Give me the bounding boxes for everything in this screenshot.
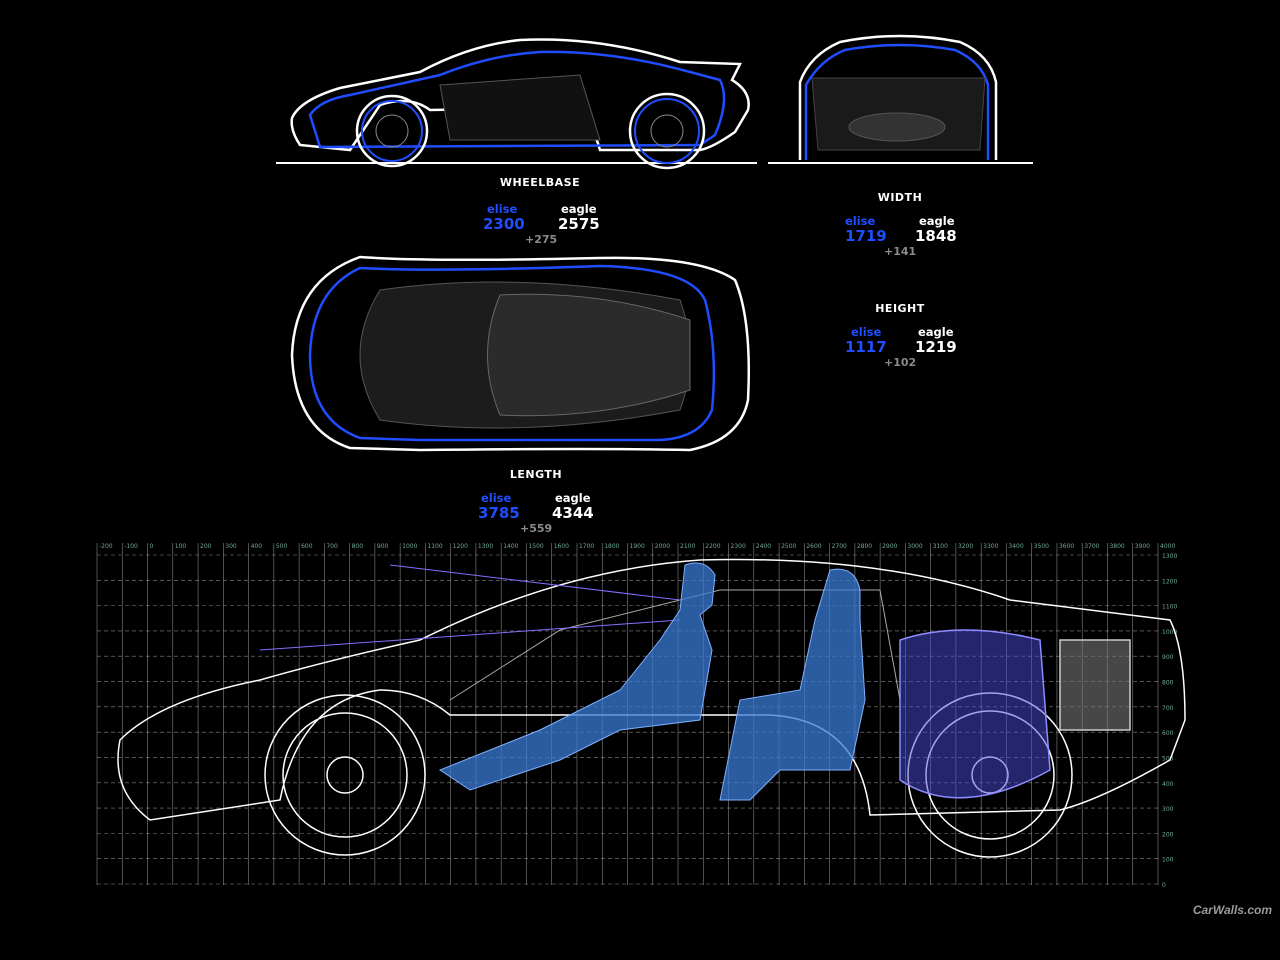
side-view-car-icon <box>276 38 757 170</box>
y-tick-label: 600 <box>1162 730 1174 737</box>
y-tick-label: 1000 <box>1162 629 1177 636</box>
x-tick-label: 500 <box>276 543 288 550</box>
x-tick-label: 1600 <box>554 543 569 550</box>
x-tick-label: 700 <box>326 543 338 550</box>
y-tick-label: 500 <box>1162 755 1174 762</box>
y-tick-label: 200 <box>1162 831 1174 838</box>
height-elise-value: 1117 <box>845 338 887 356</box>
x-tick-label: -200 <box>99 543 113 550</box>
x-tick-label: 3000 <box>907 543 922 550</box>
x-tick-label: 1800 <box>604 543 619 550</box>
x-tick-label: 100 <box>175 543 187 550</box>
x-tick-label: 1400 <box>503 543 518 550</box>
x-tick-label: 3400 <box>1008 543 1023 550</box>
y-tick-label: 1300 <box>1162 553 1177 560</box>
wheelbase-elise-label: elise <box>487 202 518 216</box>
x-tick-label: 3100 <box>933 543 948 550</box>
length-elise-value: 3785 <box>478 504 520 522</box>
y-tick-label: 0 <box>1162 882 1166 889</box>
length-difference: +559 <box>520 522 553 535</box>
x-tick-label: 3300 <box>983 543 998 550</box>
x-tick-label: 1900 <box>630 543 645 550</box>
x-tick-label: 4000 <box>1160 543 1175 550</box>
x-tick-label: 2100 <box>680 543 695 550</box>
length-elise-label: elise <box>481 491 512 505</box>
x-tick-label: 2900 <box>882 543 897 550</box>
x-tick-label: 1100 <box>427 543 442 550</box>
x-tick-label: 1300 <box>478 543 493 550</box>
x-tick-label: 2200 <box>705 543 720 550</box>
y-tick-label: 300 <box>1162 806 1174 813</box>
x-tick-label: 2400 <box>756 543 771 550</box>
y-tick-label: 400 <box>1162 781 1174 788</box>
wheelbase-title: WHEELBASE <box>499 176 581 189</box>
height-title: HEIGHT <box>875 302 925 315</box>
y-tick-label: 100 <box>1162 857 1174 864</box>
width-elise-label: elise <box>845 214 876 228</box>
x-tick-label: 800 <box>352 543 364 550</box>
height-eagle-label: eagle <box>918 325 954 339</box>
y-tick-label: 900 <box>1162 654 1174 661</box>
y-tick-label: 1100 <box>1162 604 1177 611</box>
x-tick-label: 2000 <box>655 543 670 550</box>
length-title: LENGTH <box>509 468 563 481</box>
wheelbase-eagle-label: eagle <box>561 202 597 216</box>
x-tick-label: 3900 <box>1135 543 1150 550</box>
x-tick-label: 1000 <box>402 543 417 550</box>
x-tick-label: 200 <box>200 543 212 550</box>
x-tick-label: 3500 <box>1034 543 1049 550</box>
width-elise-value: 1719 <box>845 227 887 245</box>
width-eagle-value: 1848 <box>915 227 957 245</box>
top-view-car-icon <box>290 255 750 452</box>
wheelbase-difference: +275 <box>525 233 558 246</box>
driver-mannequin-icon <box>438 562 716 791</box>
x-tick-label: 1200 <box>453 543 468 550</box>
width-title: WIDTH <box>877 191 923 204</box>
x-tick-label: 2500 <box>781 543 796 550</box>
x-tick-label: 3800 <box>1109 543 1124 550</box>
x-tick-label: 2800 <box>857 543 872 550</box>
watermark: CarWalls.com <box>1192 903 1272 917</box>
x-tick-label: 3200 <box>958 543 973 550</box>
x-tick-label: 1500 <box>528 543 543 550</box>
x-tick-label: 2700 <box>832 543 847 550</box>
x-tick-label: -100 <box>124 543 138 550</box>
x-tick-label: 3600 <box>1059 543 1074 550</box>
x-tick-label: 3700 <box>1084 543 1099 550</box>
x-tick-label: 1700 <box>579 543 594 550</box>
x-tick-label: 300 <box>225 543 237 550</box>
x-tick-label: 900 <box>377 543 389 550</box>
front-view-car-icon <box>768 34 1033 164</box>
passenger-mannequin-icon <box>719 568 866 801</box>
x-tick-label: 2300 <box>731 543 746 550</box>
y-tick-label: 700 <box>1162 705 1174 712</box>
height-elise-label: elise <box>851 325 882 339</box>
wheelbase-eagle-value: 2575 <box>558 215 600 233</box>
cutaway-car-icon <box>117 558 1186 858</box>
y-tick-label: 800 <box>1162 680 1174 687</box>
length-eagle-value: 4344 <box>552 504 594 522</box>
width-eagle-label: eagle <box>919 214 955 228</box>
x-tick-label: 400 <box>251 543 263 550</box>
x-tick-label: 600 <box>301 543 313 550</box>
height-eagle-value: 1219 <box>915 338 957 356</box>
width-difference: +141 <box>884 245 917 258</box>
height-difference: +102 <box>884 356 917 369</box>
x-tick-label: 0 <box>150 543 154 550</box>
y-tick-label: 1200 <box>1162 578 1177 585</box>
x-tick-label: 2600 <box>806 543 821 550</box>
length-eagle-label: eagle <box>555 491 591 505</box>
wheelbase-elise-value: 2300 <box>483 215 525 233</box>
